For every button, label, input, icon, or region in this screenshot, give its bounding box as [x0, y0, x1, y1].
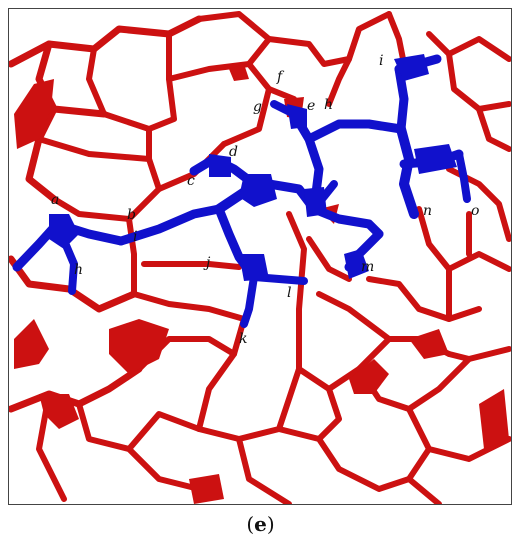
label-j: j [203, 255, 211, 271]
blue-blobs [49, 54, 457, 281]
label-f: f [276, 69, 285, 85]
label-g: g [253, 99, 262, 115]
label-i-left: i [133, 229, 137, 245]
label-k: k [239, 331, 247, 347]
label-e: e [307, 98, 315, 114]
figure-caption: (e) [0, 512, 521, 536]
label-h-left: h [74, 262, 83, 278]
caption-close-paren: ) [266, 512, 275, 536]
label-l: l [287, 285, 291, 301]
label-o: o [471, 203, 479, 219]
caption-open-paren: ( [246, 512, 255, 536]
label-c: c [187, 173, 195, 189]
micrograph-panel: a h b i c d g f e h i j l k m n o [8, 8, 512, 505]
label-h-top: h [324, 97, 333, 113]
label-a: a [51, 192, 59, 208]
label-i-top: i [379, 53, 383, 69]
label-n: n [423, 203, 432, 219]
label-m: m [361, 259, 374, 275]
point-labels: a h b i c d g f e h i j l k m n o [51, 53, 479, 347]
caption-letter: e [254, 512, 267, 536]
label-d: d [229, 144, 238, 160]
label-b: b [127, 207, 136, 223]
pore-network-diagram: a h b i c d g f e h i j l k m n o [9, 11, 511, 504]
